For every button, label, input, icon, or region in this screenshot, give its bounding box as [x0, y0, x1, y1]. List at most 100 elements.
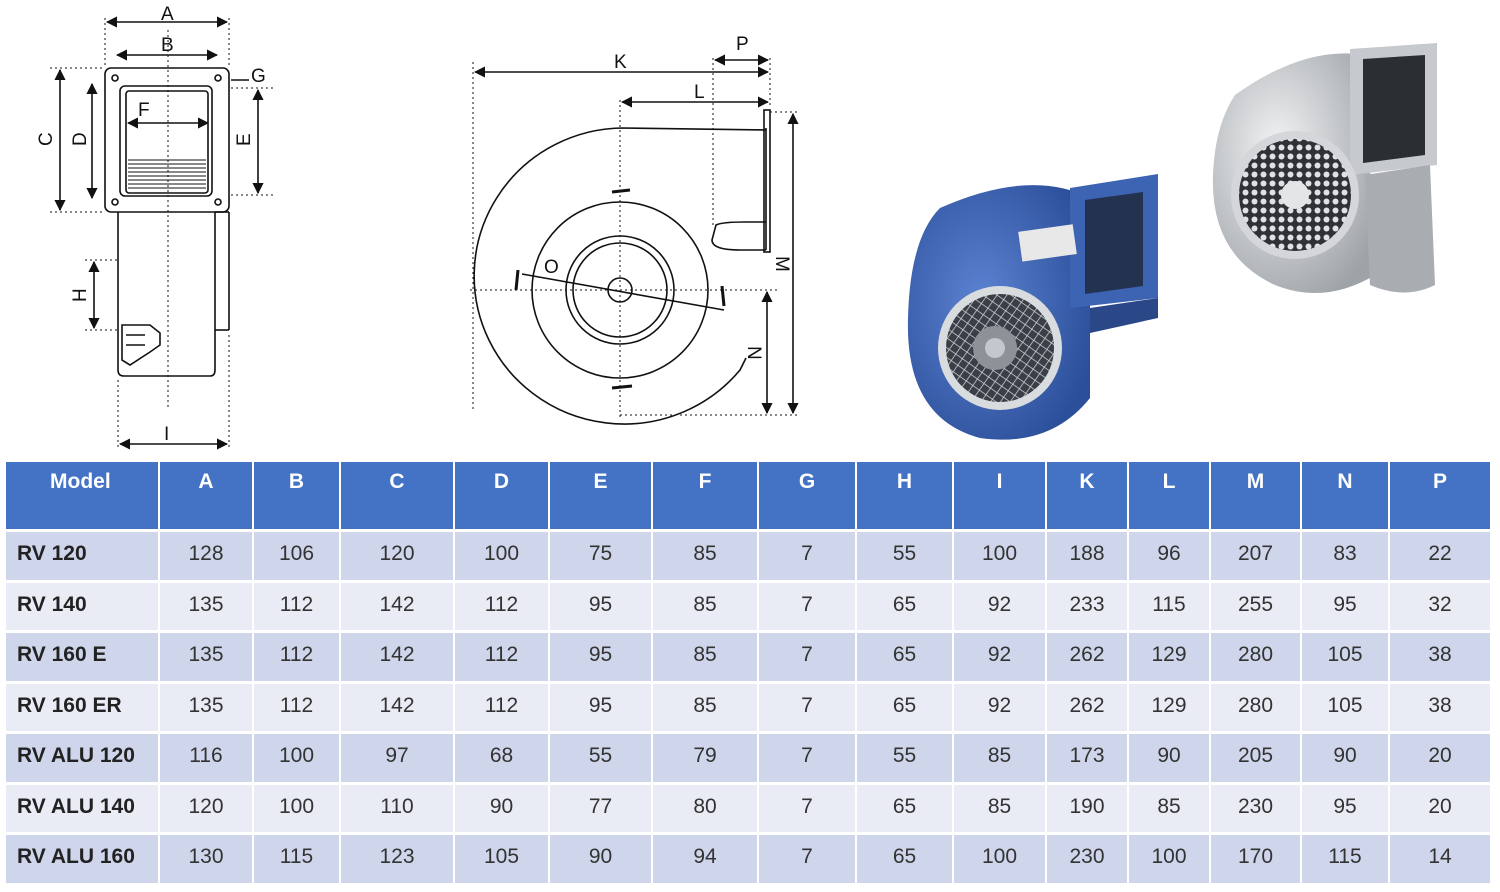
dimension-cell: 129 — [1128, 682, 1211, 735]
dimension-cell: 55 — [549, 732, 653, 785]
dimension-cell: 85 — [652, 530, 759, 583]
label-a: A — [161, 4, 174, 25]
dimension-cell: 38 — [1389, 631, 1492, 684]
label-i: I — [164, 424, 169, 445]
dimension-cell: 95 — [1301, 783, 1390, 836]
dimension-cell: 7 — [758, 783, 857, 836]
dimension-cell: 115 — [253, 833, 341, 886]
dimension-cell: 188 — [1046, 530, 1129, 583]
dimension-cell: 112 — [454, 581, 550, 634]
header-cell: F — [652, 462, 759, 532]
dimension-cell: 92 — [953, 581, 1047, 634]
dimension-cell: 100 — [1128, 833, 1211, 886]
model-cell: RV ALU 160 — [6, 833, 160, 886]
label-k: K — [614, 52, 627, 73]
dimension-cell: 85 — [953, 783, 1047, 836]
model-cell: RV 160 ER — [6, 682, 160, 735]
dimension-cell: 97 — [340, 732, 455, 785]
header-cell: A — [159, 462, 254, 532]
header-cell: M — [1210, 462, 1302, 532]
dimension-cell: 65 — [856, 631, 954, 684]
dimension-cell: 80 — [652, 783, 759, 836]
model-cell: RV ALU 140 — [6, 783, 160, 836]
label-e: E — [234, 133, 255, 146]
label-m: M — [771, 256, 792, 272]
dimension-cell: 112 — [454, 631, 550, 684]
label-d: D — [70, 132, 91, 146]
dimension-cell: 120 — [159, 783, 254, 836]
dimension-cell: 128 — [159, 530, 254, 583]
side-view — [470, 54, 800, 425]
dimension-cell: 105 — [1301, 682, 1390, 735]
dimension-cell: 7 — [758, 631, 857, 684]
dimension-cell: 100 — [454, 530, 550, 583]
blue-blower-photo — [907, 174, 1158, 440]
dimension-cell: 142 — [340, 581, 455, 634]
dimension-cell: 112 — [253, 581, 341, 634]
label-l: L — [694, 82, 705, 103]
header-cell: Model — [6, 462, 160, 532]
aluminium-blower-photo — [1212, 43, 1437, 293]
dimension-cell: 262 — [1046, 682, 1129, 735]
header-cell: I — [953, 462, 1047, 532]
dimension-cell: 77 — [549, 783, 653, 836]
dimension-cell: 95 — [549, 631, 653, 684]
header-cell: K — [1046, 462, 1129, 532]
dimension-cell: 65 — [856, 682, 954, 735]
dimension-cell: 115 — [1128, 581, 1211, 634]
dimension-cell: 94 — [652, 833, 759, 886]
label-b: B — [161, 35, 174, 56]
dimension-cell: 135 — [159, 581, 254, 634]
dimension-cell: 280 — [1210, 631, 1302, 684]
dimension-cell: 116 — [159, 732, 254, 785]
dimension-cell: 255 — [1210, 581, 1302, 634]
dimension-cell: 100 — [953, 530, 1047, 583]
dimension-cell: 142 — [340, 631, 455, 684]
dimension-cell: 7 — [758, 833, 857, 886]
dimension-cell: 112 — [454, 682, 550, 735]
dimension-cell: 79 — [652, 732, 759, 785]
model-cell: RV ALU 120 — [6, 732, 160, 785]
dimension-cell: 135 — [159, 682, 254, 735]
dimension-cell: 106 — [253, 530, 341, 583]
dimension-cell: 7 — [758, 732, 857, 785]
header-cell: H — [856, 462, 954, 532]
dimension-cell: 22 — [1389, 530, 1492, 583]
dimension-cell: 68 — [454, 732, 550, 785]
dimension-cell: 85 — [953, 732, 1047, 785]
dimension-cell: 105 — [454, 833, 550, 886]
dimension-cell: 55 — [856, 732, 954, 785]
dimension-cell: 120 — [340, 530, 455, 583]
dimension-cell: 85 — [1128, 783, 1211, 836]
dimension-cell: 100 — [953, 833, 1047, 886]
dimension-cell: 129 — [1128, 631, 1211, 684]
dimension-cell: 115 — [1301, 833, 1390, 886]
dimension-cell: 105 — [1301, 631, 1390, 684]
dimension-cell: 110 — [340, 783, 455, 836]
dimension-cell: 207 — [1210, 530, 1302, 583]
dimension-drawing: A B F G C D E H I K P L O M N — [36, 4, 800, 450]
dimension-cell: 20 — [1389, 783, 1492, 836]
header-cell: B — [253, 462, 341, 532]
header-cell: E — [549, 462, 653, 532]
dimension-cell: 100 — [253, 732, 341, 785]
dimension-cell: 92 — [953, 682, 1047, 735]
dimension-cell: 280 — [1210, 682, 1302, 735]
dimension-cell: 173 — [1046, 732, 1129, 785]
header-cell: C — [340, 462, 455, 532]
model-cell: RV 120 — [6, 530, 160, 583]
dimension-cell: 262 — [1046, 631, 1129, 684]
dimensions-table: Model A B C D E F G H I K L M N P RV 120… — [6, 462, 1492, 886]
dimension-cell: 85 — [652, 682, 759, 735]
dimension-cell: 65 — [856, 581, 954, 634]
label-o: O — [544, 257, 559, 278]
dimension-cell: 55 — [856, 530, 954, 583]
dimension-cell: 95 — [1301, 581, 1390, 634]
dimension-cell: 90 — [1128, 732, 1211, 785]
dimension-cell: 85 — [652, 631, 759, 684]
